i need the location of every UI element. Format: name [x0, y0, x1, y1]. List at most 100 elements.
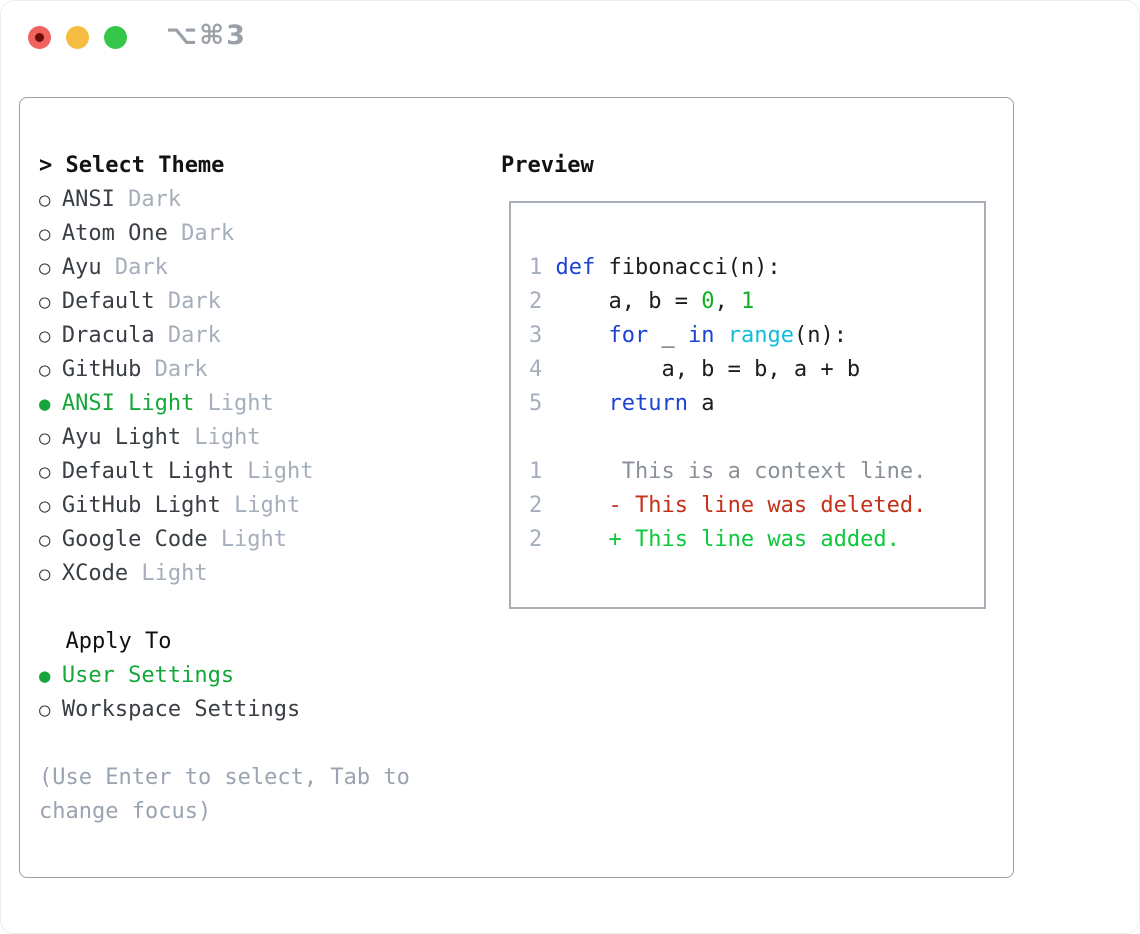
apply-option-workspace-settings[interactable]: ○Workspace Settings [39, 693, 431, 727]
theme-tag: Light [194, 425, 261, 450]
theme-name: GitHub [61, 357, 142, 382]
code-token: (n): [793, 323, 847, 348]
theme-name: Default [61, 289, 155, 314]
apply-option-label: User Settings [61, 663, 235, 688]
radio-icon: ○ [39, 291, 51, 313]
code-line: 3 for _ in range(n): [529, 319, 926, 353]
line-number: 2 [529, 289, 543, 314]
theme-option-github-dark[interactable]: ○ GitHub Dark [39, 353, 431, 387]
focus-caret-icon: > [39, 153, 53, 178]
line-number: 5 [529, 391, 543, 416]
radio-icon: ○ [39, 359, 51, 381]
code-token [555, 323, 608, 348]
theme-tag: Light [234, 493, 301, 518]
code-token: in [687, 323, 715, 348]
code-line: 2 a, b = 0, 1 [529, 285, 926, 319]
theme-option-atom-one-dark[interactable]: ○ Atom One Dark [39, 217, 431, 251]
radio-icon: ○ [39, 461, 51, 483]
code-token [555, 391, 608, 416]
theme-tag: Dark [128, 187, 182, 212]
line-number: 1 [529, 459, 543, 484]
code-preview: 1 def fibonacci(n): 2 a, b = 0, 1 3 for _… [529, 251, 926, 557]
theme-tag: Light [247, 459, 314, 484]
code-token: return [608, 391, 688, 416]
theme-name: Ayu [61, 255, 102, 280]
theme-option-xcode-light[interactable]: ○ XCode Light [39, 557, 431, 591]
line-number: 3 [529, 323, 543, 348]
blank-line [529, 421, 926, 455]
line-number: 4 [529, 357, 543, 382]
code-token: def [555, 255, 596, 280]
select-theme-label: Select Theme [65, 153, 225, 178]
radio-icon: ○ [39, 563, 51, 585]
theme-option-default-light[interactable]: ○ Default Light Light [39, 455, 431, 489]
code-token: a [687, 391, 715, 416]
radio-selected-icon: ● [39, 393, 51, 415]
spacer-row [39, 727, 431, 761]
code-token: _ [648, 323, 688, 348]
zoom-button[interactable] [104, 26, 127, 49]
theme-option-dracula-dark[interactable]: ○ Dracula Dark [39, 319, 431, 353]
diff-added-line: 2 + This line was added. [529, 523, 926, 557]
theme-name: XCode [61, 561, 129, 586]
theme-name: Dracula [61, 323, 155, 348]
theme-option-ayu-dark[interactable]: ○ Ayu Dark [39, 251, 431, 285]
preview-title: Preview [501, 153, 594, 178]
theme-option-ayu-light[interactable]: ○ Ayu Light Light [39, 421, 431, 455]
theme-option-ansi-light[interactable]: ● ANSI Light Light [39, 387, 431, 421]
apply-option-user-settings[interactable]: ●User Settings [39, 659, 431, 693]
theme-tag: Dark [167, 289, 221, 314]
line-number: 2 [529, 527, 543, 552]
theme-name: ANSI [61, 187, 115, 212]
theme-tag: Dark [154, 357, 208, 382]
theme-option-google-code-light[interactable]: ○ Google Code Light [39, 523, 431, 557]
apply-to-header: Apply To [65, 629, 172, 654]
select-theme-header: > Select Theme [39, 149, 431, 183]
diff-added-text: + This line was added. [555, 527, 900, 552]
window-shortcut-title: ⌥⌘3 [166, 20, 247, 51]
theme-tag: Dark [114, 255, 168, 280]
radio-icon: ○ [39, 257, 51, 279]
code-token: range [727, 323, 794, 348]
radio-icon: ○ [39, 495, 51, 517]
radio-icon: ○ [39, 223, 51, 245]
code-token: , [714, 289, 741, 314]
preview-box: 1 def fibonacci(n): 2 a, b = 0, 1 3 for _… [509, 201, 986, 609]
diff-context-text: This is a context line. [555, 459, 927, 484]
theme-tag: Dark [167, 323, 221, 348]
theme-name: GitHub Light [61, 493, 221, 518]
code-token [714, 323, 727, 348]
code-token: 1 [740, 289, 755, 314]
diff-deleted-text: - This line was deleted. [555, 493, 927, 518]
diff-context-line: 1 This is a context line. [529, 455, 926, 489]
minimize-button[interactable] [66, 26, 89, 49]
theme-tag: Light [207, 391, 274, 416]
code-token: a, b = [555, 289, 702, 314]
theme-tag: Light [220, 527, 288, 552]
theme-name: ANSI Light [61, 391, 195, 416]
theme-name: Atom One [61, 221, 168, 246]
radio-icon: ○ [39, 529, 51, 551]
diff-deleted-line: 2 - This line was deleted. [529, 489, 926, 523]
radio-icon: ○ [39, 699, 51, 721]
theme-option-github-light[interactable]: ○ GitHub Light Light [39, 489, 431, 523]
code-line: 5 return a [529, 387, 926, 421]
code-line: 4 a, b = b, a + b [529, 353, 926, 387]
theme-name: Ayu Light [61, 425, 182, 450]
code-token: fibonacci(n): [595, 255, 781, 280]
close-button[interactable] [28, 26, 51, 49]
code-token: 0 [701, 289, 715, 314]
theme-name: Default Light [61, 459, 235, 484]
radio-icon: ○ [39, 427, 51, 449]
titlebar: ⌥⌘3 [0, 0, 1140, 72]
theme-tag: Dark [181, 221, 235, 246]
line-number: 2 [529, 493, 543, 518]
theme-option-default-dark[interactable]: ○ Default Dark [39, 285, 431, 319]
radio-icon: ○ [39, 325, 51, 347]
line-number: 1 [529, 255, 543, 280]
theme-tag: Light [141, 561, 208, 586]
theme-name: Google Code [61, 527, 208, 552]
